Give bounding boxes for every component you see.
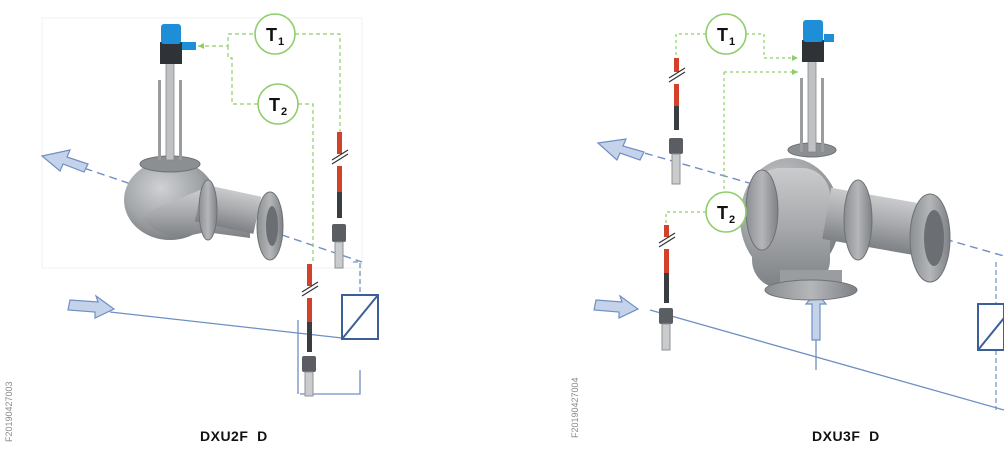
signal-arrow-right bbox=[792, 55, 798, 61]
sensor-label-main: T bbox=[266, 25, 277, 45]
inlet-arrow bbox=[67, 294, 116, 319]
valve-dxu3f bbox=[740, 20, 951, 301]
probe-cable-red bbox=[664, 249, 669, 273]
probe-well bbox=[334, 241, 344, 269]
exchanger-supply-line bbox=[352, 261, 361, 292]
probe-break-mark bbox=[331, 149, 349, 161]
probe-head bbox=[659, 308, 673, 324]
sensor-label-main: T bbox=[717, 25, 728, 45]
probe-cable-red bbox=[674, 58, 679, 72]
valve-yoke-left bbox=[158, 80, 161, 160]
probe-break-mark bbox=[301, 281, 319, 293]
sensor-t2-right: T 2 bbox=[705, 191, 747, 233]
sensor-label-sub: 1 bbox=[278, 36, 284, 48]
outlet-arrow bbox=[40, 149, 89, 173]
signal-lines-left bbox=[198, 33, 341, 264]
probe-head bbox=[302, 356, 316, 372]
caption-right: DXU3F D bbox=[812, 428, 880, 444]
actuator-cap bbox=[161, 24, 181, 44]
probe-well bbox=[671, 153, 681, 185]
actuator-body bbox=[802, 40, 824, 62]
figure-code-left: F20190427003 bbox=[4, 381, 14, 442]
outlet-arrow bbox=[596, 138, 645, 162]
probe-cable-red bbox=[674, 84, 679, 106]
sensor-t1-right: T 1 bbox=[705, 13, 747, 55]
probe-well bbox=[661, 323, 671, 351]
probe-cable-red bbox=[337, 132, 342, 154]
probe-cable-dark bbox=[664, 273, 669, 303]
heat-exchanger-line bbox=[300, 370, 361, 395]
return-pipe-line bbox=[649, 309, 1004, 411]
probe-upper-right bbox=[668, 58, 686, 185]
sensor-circle bbox=[257, 83, 299, 125]
valve-outlet-bore bbox=[924, 210, 944, 266]
valve-mid-flange bbox=[843, 179, 873, 261]
sensor-label-sub: 1 bbox=[729, 36, 735, 48]
sensor-t2-left: T 2 bbox=[257, 83, 299, 125]
actuator-cap bbox=[803, 20, 823, 42]
signal-arrow-right bbox=[792, 69, 798, 75]
heat-exchanger-diagonal bbox=[977, 317, 1004, 351]
probe-break-mark bbox=[301, 285, 319, 297]
valve-yoke-left bbox=[800, 78, 803, 152]
heat-exchanger-diagonal bbox=[341, 294, 379, 340]
inlet-arrow bbox=[593, 294, 640, 319]
actuator-connector bbox=[824, 34, 834, 42]
valve-dxu2f bbox=[124, 24, 284, 261]
sensor-circle bbox=[705, 13, 747, 55]
caption-left: DXU2F D bbox=[200, 428, 268, 444]
probe-lower-right bbox=[658, 225, 676, 351]
valve-outlet-bore bbox=[266, 206, 278, 246]
probe-lower-left bbox=[301, 264, 319, 397]
probe-head bbox=[332, 224, 346, 242]
return-pipe-line bbox=[109, 311, 343, 339]
panel-frame bbox=[41, 17, 363, 269]
valve-inlet-flange bbox=[745, 169, 779, 251]
valve-inner-flange bbox=[198, 179, 218, 241]
probe-head bbox=[669, 138, 683, 154]
probe-upper-left bbox=[331, 132, 349, 269]
probe-cable-red bbox=[337, 166, 342, 192]
sensor-circle bbox=[254, 13, 296, 55]
panel-right: T 1 T 2 bbox=[593, 13, 1004, 411]
panel-left: T 1 T 2 bbox=[40, 13, 379, 397]
sensor-circle bbox=[705, 191, 747, 233]
sensor-label-main: T bbox=[269, 95, 280, 115]
sensor-t1-left: T 1 bbox=[254, 13, 296, 55]
sensor-label-main: T bbox=[717, 203, 728, 223]
probe-cable-dark bbox=[337, 192, 342, 218]
heat-exchanger-symbol bbox=[977, 303, 1004, 351]
signal-arrow-left bbox=[198, 43, 204, 49]
valve-yoke-right bbox=[821, 78, 824, 152]
probe-cable-dark bbox=[307, 322, 312, 352]
probe-cable-red bbox=[307, 298, 312, 322]
probe-break-mark bbox=[668, 67, 686, 79]
probe-break-mark bbox=[658, 232, 676, 244]
probe-well bbox=[304, 371, 314, 397]
sensor-label-sub: 2 bbox=[281, 106, 287, 118]
sensor-label-sub: 2 bbox=[729, 214, 735, 226]
probe-break-mark bbox=[331, 153, 349, 165]
actuator-connector bbox=[182, 42, 196, 50]
valve-stem bbox=[165, 59, 175, 161]
figure-code-right: F20190427004 bbox=[570, 377, 580, 438]
probe-cable-red bbox=[307, 264, 312, 286]
probe-break-mark bbox=[668, 71, 686, 83]
probe-cable-dark bbox=[674, 106, 679, 130]
valve-yoke-right bbox=[179, 80, 182, 160]
valve-bottom-flange bbox=[764, 279, 858, 301]
signal-lines-right bbox=[665, 33, 798, 225]
probe-cable-red bbox=[664, 225, 669, 237]
valve-stem bbox=[807, 59, 817, 153]
probe-break-mark bbox=[658, 236, 676, 248]
actuator-body bbox=[160, 42, 182, 64]
